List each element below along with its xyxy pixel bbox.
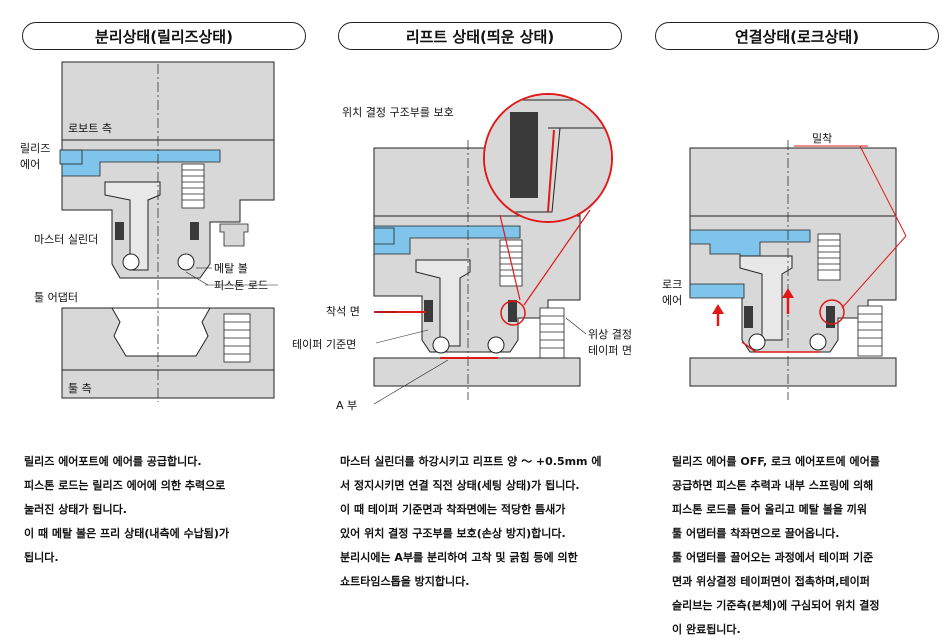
label-tool-side: 툴 측: [68, 382, 92, 395]
panel1-diagram: [59, 61, 278, 402]
desc-line: 됩니다.: [24, 551, 59, 564]
desc-line: 분리시에는 A부를 분리하여 고착 및 긁힘 등에 의한: [340, 551, 578, 564]
label-lock-air-2: 에어: [662, 294, 683, 307]
label-phase-1: 위상 결정: [588, 328, 632, 341]
label-piston-rod: 피스톤 로드: [214, 279, 269, 292]
desc-line: 이 때 메탈 볼은 프리 상태(내측에 수납됨)가: [24, 527, 230, 540]
label-robot-side: 로보트 측: [68, 122, 112, 135]
desc-line: 피스톤 로드는 릴리즈 에어에 의한 추력으로: [24, 479, 226, 492]
panel3-diagram: [689, 140, 907, 400]
desc-line: 마스터 실린더를 하강시키고 리프트 양 ～ +0.5mm 에: [340, 455, 602, 468]
desc-line: 슬리브는 기준측(본체)에 구심되어 위치 결정: [672, 599, 880, 612]
desc-line: 서 정지시키면 연결 직전 상태(세팅 상태)가 됩니다.: [340, 479, 580, 492]
desc-line: 툴 어댑터를 착좌면으로 끌어옵니다.: [672, 527, 840, 540]
label-master-cylinder: 마스터 실린더: [34, 233, 99, 246]
label-taper-ref: 테이퍼 기준면: [292, 338, 357, 351]
label-contact: 밀착: [812, 132, 833, 145]
label-release-air-1: 릴리즈: [20, 142, 51, 155]
panel1-title: 분리상태(릴리즈상태): [22, 22, 306, 50]
panel2-title: 리프트 상태(띄운 상태): [338, 22, 622, 50]
panel3-description: 릴리즈 에어를 OFF, 로크 에어포트에 에어를 공급하면 피스톤 추력과 내…: [672, 450, 880, 642]
desc-line: 공급하면 피스톤 추력과 내부 스프링에 의해: [672, 479, 874, 492]
desc-line: 피스톤 로드를 들어 올리고 메탈 볼을 끼워: [672, 503, 868, 516]
label-seat-face: 착석 면: [326, 305, 360, 318]
desc-line: 쇼트타임스톱을 방지합니다.: [340, 575, 470, 588]
label-metal-ball: 메탈 볼: [214, 262, 248, 275]
desc-line: 이 완료됩니다.: [672, 623, 741, 636]
panel3-title: 연결상태(로크상태): [655, 22, 939, 50]
label-protect: 위치 결정 구조부를 보호: [342, 106, 454, 119]
desc-line: 눌러진 상태가 됩니다.: [24, 503, 127, 516]
label-a-part: A 부: [336, 399, 358, 412]
label-lock-air-1: 로크: [662, 278, 683, 291]
desc-line: 릴리즈 에어를 OFF, 로크 에어포트에 에어를: [672, 455, 880, 468]
desc-line: 이 때 테이퍼 기준면과 착좌면에는 적당한 틈새가: [340, 503, 566, 516]
label-phase-2: 테이퍼 면: [588, 344, 632, 357]
panel2-description: 마스터 실린더를 하강시키고 리프트 양 ～ +0.5mm 에 서 정지시키면 …: [340, 450, 601, 594]
panel2-diagram: [373, 93, 613, 405]
label-tool-adapter: 툴 어댑터: [34, 291, 78, 304]
desc-line: 릴리즈 에어포트에 에어를 공급합니다.: [24, 455, 202, 468]
desc-line: 면과 위상결정 테이퍼면이 접촉하며,테이퍼: [672, 575, 870, 588]
label-release-air-2: 에어: [20, 158, 41, 171]
desc-line: 있어 위치 결정 구조부를 보호(손상 방지)합니다.: [340, 527, 566, 540]
desc-line: 툴 어댑터를 끌어오는 과정에서 테이퍼 기준: [672, 551, 874, 564]
panel1-description: 릴리즈 에어포트에 에어를 공급합니다. 피스톤 로드는 릴리즈 에어에 의한 …: [24, 450, 229, 570]
